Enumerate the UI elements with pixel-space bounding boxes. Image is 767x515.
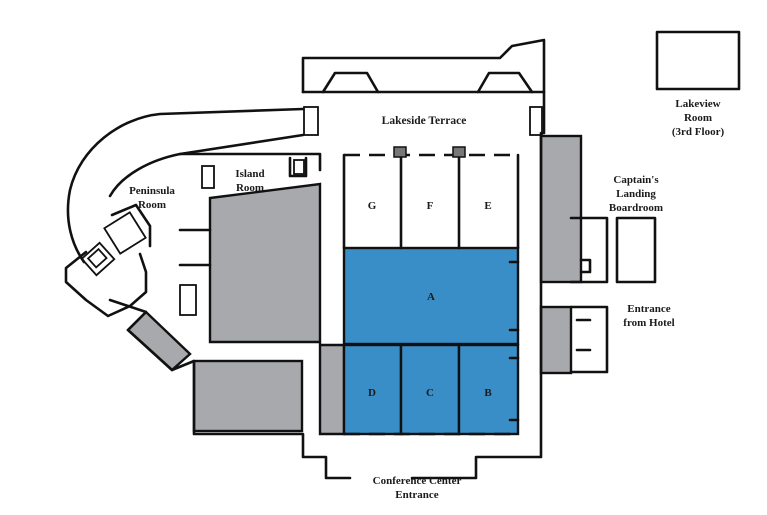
room-a-side-bracket [508, 260, 520, 332]
lakeview-label-2: Room [684, 112, 712, 124]
room-b-side-bracket [508, 356, 520, 422]
lakeside-terrace-label: Lakeside Terrace [382, 115, 467, 127]
entrance-hotel-label-1: Entrance [627, 303, 671, 315]
captains-landing-wall [569, 216, 609, 284]
service-area-east-upper [539, 134, 583, 284]
peninsula-room-label-2: Room [138, 199, 166, 211]
lakeview-label-3: (3rd Floor) [672, 126, 725, 138]
selected-rooms [342, 246, 520, 436]
captains-boardroom [615, 216, 657, 284]
room-f-label: F [427, 200, 434, 212]
room-c-area[interactable] [399, 343, 461, 436]
island-room-label-1: Island [235, 168, 264, 180]
peninsula-closet [103, 211, 147, 255]
captains-label-3: Boardroom [609, 202, 663, 214]
terrace-post-left [303, 106, 319, 136]
island-room-closet [201, 165, 215, 189]
island-room-label-2: Room [236, 182, 264, 194]
terrace-bay-right [476, 71, 534, 94]
column-1 [393, 146, 407, 158]
peninsula-room-wall [64, 203, 152, 318]
column-2 [452, 146, 466, 158]
peninsula-stage-inner [86, 247, 108, 269]
room-a-area[interactable] [342, 246, 520, 346]
terrace-post-right [529, 106, 543, 136]
room-b-area[interactable] [457, 343, 520, 436]
terrace-bay-left [321, 71, 380, 94]
walls [64, 30, 741, 480]
captains-label-1: Captain's [613, 174, 659, 186]
room-a-label: A [427, 291, 435, 303]
room-b-label: B [484, 387, 492, 399]
west-corridor-inner [108, 133, 305, 198]
service-area-southwest [192, 359, 304, 433]
room-c-label: C [426, 387, 434, 399]
lakeview-room-box [655, 30, 741, 91]
captains-label-2: Landing [616, 188, 656, 200]
room-d-label: D [368, 387, 376, 399]
peninsula-room-label-1: Peninsula [129, 185, 175, 197]
entrance-hotel-label-2: from Hotel [623, 317, 674, 329]
outer-wall-main [108, 38, 546, 480]
service-area-east-lower [539, 305, 573, 375]
room-g-label: G [368, 200, 377, 212]
conference-entrance-label-2: Entrance [395, 489, 439, 501]
island-stair [293, 159, 305, 175]
conference-entrance-label-1: Conference Center [373, 475, 462, 487]
island-room-wall [178, 152, 322, 178]
lakeview-label-1: Lakeview [675, 98, 720, 110]
corridor-kiosk [179, 284, 197, 316]
hotel-entrance-wall [569, 305, 609, 374]
map-labels: Lakeside Terrace Lakeview Room (3rd Floo… [129, 98, 724, 501]
room-e-label: E [484, 200, 491, 212]
peninsula-stage [80, 241, 116, 277]
west-corridor-outer [66, 107, 305, 264]
